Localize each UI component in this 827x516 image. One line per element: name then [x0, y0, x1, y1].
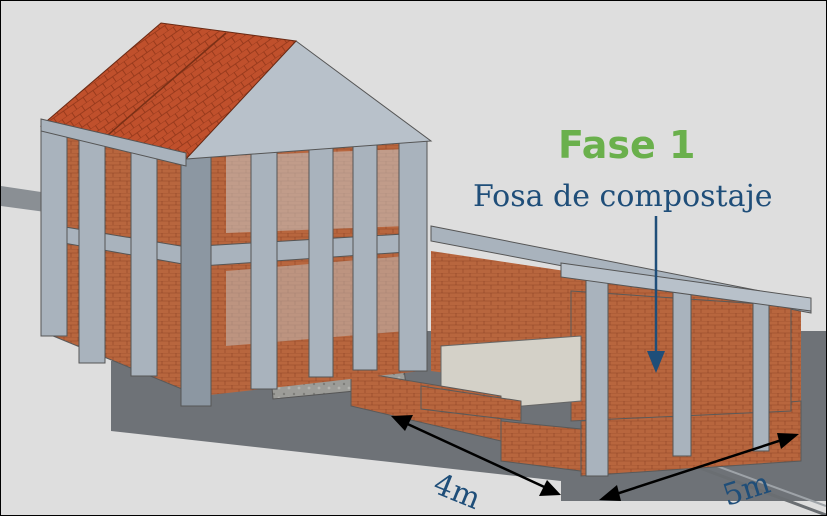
- pit-pointer-arrowhead: [647, 351, 665, 373]
- column-left-3: [130, 140, 158, 377]
- eave-beam: [40, 118, 187, 167]
- column-left-2: [78, 132, 106, 364]
- annex-column-1: [585, 275, 609, 477]
- dimension-arrowhead-5m-a: [599, 485, 621, 501]
- column-front-2: [250, 148, 278, 390]
- annex-column-3: [752, 300, 770, 452]
- partition-2: [420, 385, 522, 422]
- pit-label: Fosa de compostaje: [473, 179, 773, 214]
- roof-ridge: [100, 32, 227, 142]
- column-left-1: [40, 125, 68, 337]
- dimension-arrowhead-4m-b: [539, 480, 561, 496]
- dimension-arrow-5m: [606, 435, 792, 499]
- dimension-arrowhead-5m-b: [777, 433, 799, 449]
- dimension-arrow-4m: [400, 419, 554, 493]
- column-front-1: [180, 150, 212, 407]
- dimension-arrowhead-4m-a: [391, 415, 413, 431]
- column-front-4: [352, 144, 378, 371]
- phase-label: Fase 1: [558, 123, 695, 167]
- column-front-3: [308, 146, 334, 378]
- annex-column-2: [672, 285, 692, 457]
- column-front-5: [398, 140, 428, 372]
- partition-3: [500, 420, 582, 472]
- annex-front-beam: [560, 262, 812, 312]
